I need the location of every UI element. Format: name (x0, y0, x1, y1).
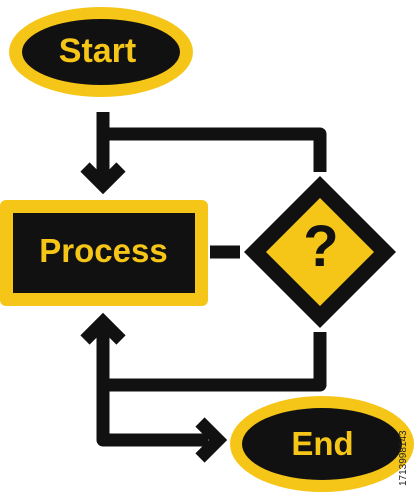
process-node (0, 200, 208, 306)
decision-node (244, 176, 396, 328)
arrowheads (80, 162, 228, 463)
connector-to-end (96, 385, 208, 447)
connector-decision-loop-top (96, 127, 327, 180)
end-node (230, 396, 414, 492)
connectors (96, 112, 327, 447)
start-node (9, 7, 193, 97)
arrowhead-into-process-bottom (80, 312, 126, 345)
arrowhead-into-end (195, 417, 228, 463)
watermark-id: 1713998143 (398, 430, 409, 486)
arrowhead-into-process-top (80, 162, 126, 195)
connector-decision-loop-bottom (96, 330, 327, 392)
